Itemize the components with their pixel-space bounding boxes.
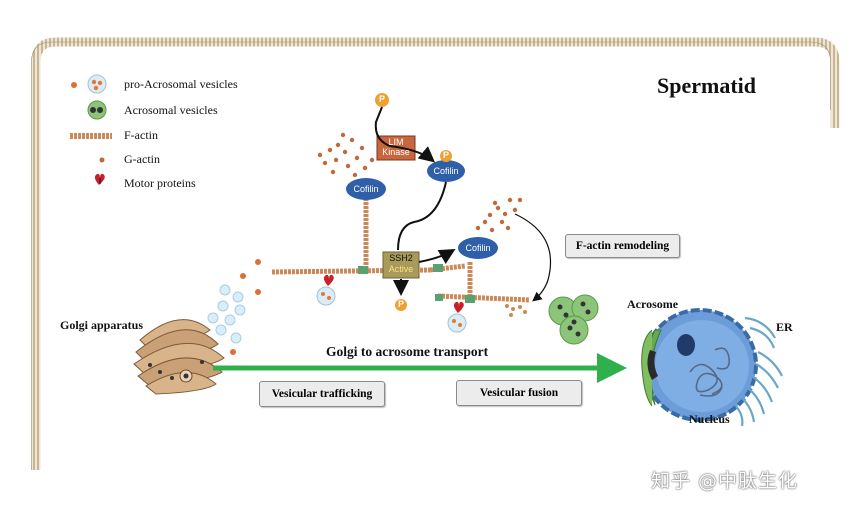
cofilin-right-label: Cofilin	[465, 243, 491, 253]
lim-kinase-label-1: LIM	[388, 137, 404, 147]
er-label: ER	[776, 320, 793, 334]
legend-g-actin: G-actin	[124, 152, 160, 166]
vesicular-trafficking-box: Vesicular trafficking	[259, 381, 385, 407]
cofilin-top	[427, 160, 465, 182]
lim-kinase-label-2: Kinase	[382, 147, 410, 157]
cofilin-top-label: Cofilin	[433, 166, 459, 176]
f-actin-remodeling-box: F-actin remodeling	[565, 234, 680, 258]
acrosomal-vesicle-cluster	[548, 294, 599, 345]
cofilin-left-label: Cofilin	[353, 184, 379, 194]
acrosome	[641, 329, 662, 407]
budding-vesicles	[207, 259, 261, 355]
pro-acrosomal-vesicle-icon	[71, 74, 107, 94]
phospho-top	[375, 93, 389, 107]
motor-vesicle-right	[447, 301, 467, 333]
acrosome-label: Acrosome	[627, 297, 679, 311]
legend-f-actin: F-actin	[124, 128, 158, 142]
nucleolus	[677, 334, 695, 356]
g-actin-icon	[99, 157, 105, 163]
cofilin-left	[346, 178, 386, 200]
golgi-label: Golgi apparatus	[60, 318, 144, 332]
phospho-cofilin	[440, 150, 452, 162]
legend-pro-acrosomal: pro-Acrosomal vesicles	[124, 77, 238, 91]
phospho-below-label: P	[397, 299, 404, 309]
motor-vesicle-left	[316, 274, 336, 306]
nucleus	[642, 308, 758, 422]
nucleus-label: Nucleus	[689, 412, 730, 426]
acrosomal-vesicle-icon	[87, 100, 107, 120]
phospho-top-label: P	[378, 94, 385, 104]
vesicular-fusion-box: Vesicular fusion	[456, 380, 582, 406]
f-actin-end	[505, 304, 527, 317]
legend-motor-proteins: Motor proteins	[124, 176, 196, 190]
golgi-apparatus	[133, 319, 225, 395]
ssh2-label: SSH2	[389, 253, 413, 263]
ssh2-active-label: Active	[388, 264, 414, 274]
transport-label: Golgi to acrosome transport	[326, 344, 489, 359]
diagram-title: Spermatid	[657, 73, 756, 98]
lim-kinase-box	[376, 135, 416, 161]
phospho-below	[395, 299, 407, 311]
phospho-cofilin-label: P	[442, 150, 449, 160]
endoplasmic-reticulum	[735, 316, 783, 427]
g-actin-cluster-right	[475, 197, 523, 233]
g-actin-cluster-left	[317, 132, 375, 178]
motor-protein-icon	[94, 173, 105, 185]
cofilin-right	[458, 237, 498, 259]
legend-acrosomal: Acrosomal vesicles	[124, 103, 218, 117]
watermark-text: 知乎 @中肽生化	[651, 470, 799, 492]
ssh2-box	[382, 251, 420, 279]
